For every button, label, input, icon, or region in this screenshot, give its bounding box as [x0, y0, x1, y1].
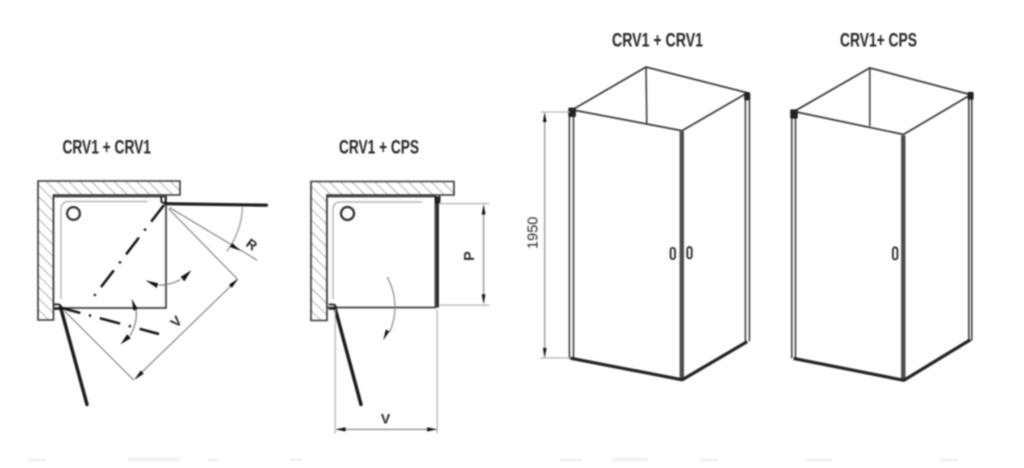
svg-text:CRV1 + CRV1: CRV1 + CRV1: [62, 136, 151, 158]
svg-text:P: P: [462, 251, 478, 261]
svg-text:CRV1 + CPS: CRV1 + CPS: [339, 136, 419, 158]
svg-text:R: R: [243, 236, 260, 254]
svg-text:CRV1+ CPS: CRV1+ CPS: [840, 30, 917, 52]
svg-text:CRV1 + CRV1: CRV1 + CRV1: [612, 30, 703, 52]
svg-text:V: V: [167, 312, 185, 330]
svg-text:1950: 1950: [526, 217, 542, 249]
svg-text:V: V: [381, 410, 391, 426]
